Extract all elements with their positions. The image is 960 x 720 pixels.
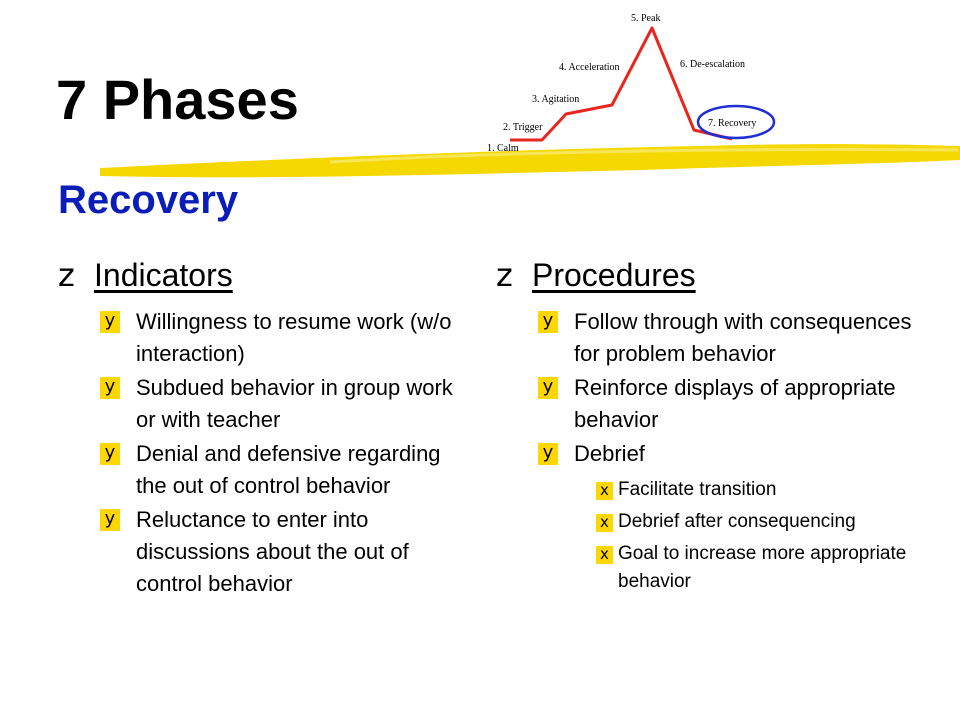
list-item: y Reinforce displays of appropriate beha… <box>496 372 916 436</box>
sub-list-item-text: Facilitate transition <box>618 479 777 500</box>
slide-title: 7 Phases <box>56 68 299 131</box>
sub-list-item: x Goal to increase more appropriate beha… <box>538 540 916 596</box>
sub-list-item: x Facilitate transition <box>538 476 916 504</box>
list-item: y Reluctance to enter into discussions a… <box>58 504 468 600</box>
bullet-x-icon: x <box>596 546 613 564</box>
bullet-y-icon: y <box>100 443 120 465</box>
indicators-list: y Willingness to resume work (w/o intera… <box>58 306 468 600</box>
list-item-text: Reinforce displays of appropriate behavi… <box>574 375 896 432</box>
list-item-text: Willingness to resume work (w/o interact… <box>136 309 452 366</box>
list-item-text: Follow through with consequences for pro… <box>574 309 912 366</box>
phase-label-peak: 5. Peak <box>631 13 660 24</box>
list-item-text: Denial and defensive regarding the out o… <box>136 441 441 498</box>
recovery-highlight-circle <box>696 104 776 140</box>
bullet-x-icon: x <box>596 514 613 532</box>
escalation-curve <box>510 26 733 142</box>
procedures-column: z Procedures y Follow through with conse… <box>496 256 916 600</box>
bullet-y-icon: y <box>538 443 558 465</box>
bullet-y-icon: y <box>100 509 120 531</box>
list-item-text: Debrief <box>574 441 645 466</box>
phase-label-agitation: 3. Agitation <box>532 94 579 105</box>
bullet-z-icon: z <box>496 256 513 294</box>
debrief-sublist: x Facilitate transition x Debrief after … <box>538 476 916 596</box>
procedures-list: y Follow through with consequences for p… <box>496 306 916 596</box>
bullet-y-icon: y <box>538 311 558 333</box>
list-item: y Subdued behavior in group work or with… <box>58 372 468 436</box>
list-item: y Follow through with consequences for p… <box>496 306 916 370</box>
procedures-heading-row: z Procedures <box>496 256 916 294</box>
list-item: y Denial and defensive regarding the out… <box>58 438 468 502</box>
phase-label-de-escalation: 6. De-escalation <box>680 59 745 70</box>
bullet-z-icon: z <box>58 256 75 294</box>
slide-subtitle: Recovery <box>58 178 239 222</box>
sub-list-item-text: Debrief after consequencing <box>618 511 856 532</box>
list-item-text: Subdued behavior in group work or with t… <box>136 375 453 432</box>
bullet-y-icon: y <box>100 377 120 399</box>
highlighter-stripe <box>100 144 960 178</box>
bullet-y-icon: y <box>538 377 558 399</box>
list-item: y Debrief x Facilitate transition x Debr… <box>496 438 916 596</box>
procedures-heading: Procedures <box>532 257 696 293</box>
list-item: y Willingness to resume work (w/o intera… <box>58 306 468 370</box>
bullet-x-icon: x <box>596 482 613 500</box>
phase-label-recovery: 7. Recovery <box>708 118 756 129</box>
indicators-heading: Indicators <box>94 257 233 293</box>
phase-label-trigger: 2. Trigger <box>503 122 543 133</box>
sub-list-item-text: Goal to increase more appropriate behavi… <box>618 543 907 592</box>
indicators-heading-row: z Indicators <box>58 256 468 294</box>
bullet-y-icon: y <box>100 311 120 333</box>
indicators-column: z Indicators y Willingness to resume wor… <box>58 256 468 602</box>
phase-label-calm: 1. Calm <box>487 143 519 154</box>
highlighter-stripe-streak <box>329 148 959 164</box>
phase-diagram: 1. Calm 2. Trigger 3. Agitation 4. Accel… <box>100 13 960 178</box>
phase-label-acceleration: 4. Acceleration <box>559 62 620 73</box>
sub-list-item: x Debrief after consequencing <box>538 508 916 536</box>
list-item-text: Reluctance to enter into discussions abo… <box>136 507 409 596</box>
